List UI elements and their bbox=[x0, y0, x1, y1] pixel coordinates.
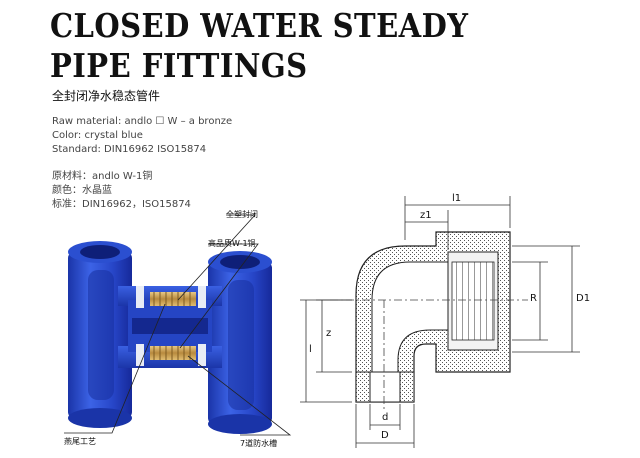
dim-label-d: d bbox=[382, 412, 389, 423]
brass-insert-bottom bbox=[150, 346, 196, 360]
spec-raw-material-en: Raw material: andlo ☐ W – a bronze bbox=[52, 116, 233, 127]
subtitle-cn: 全封闭净水稳态管件 bbox=[52, 89, 161, 103]
left-pipe-socket bbox=[68, 241, 132, 428]
brass-insert-top bbox=[150, 292, 196, 306]
callout-full-seal: 全塑封闭 bbox=[226, 210, 258, 219]
spec-standard-cn: 标准：DIN16962，ISO15874 bbox=[52, 199, 191, 210]
title-line-1: CLOSED WATER STEADY bbox=[50, 6, 469, 45]
spec-color-en: Color: crystal blue bbox=[52, 130, 143, 141]
callout-leaders bbox=[64, 214, 292, 436]
spec-standard-en: Standard: DIN16962 ISO15874 bbox=[52, 144, 207, 155]
spec-raw-material-cn: 原材料：andlo W-1铜 bbox=[52, 171, 153, 182]
dim-label-z1: z1 bbox=[420, 210, 432, 221]
seal-rings bbox=[136, 286, 206, 366]
dimension-lines bbox=[300, 196, 580, 448]
dim-label-R: R bbox=[530, 293, 537, 304]
technical-drawing-elbow bbox=[330, 231, 528, 410]
dim-label-D: D bbox=[381, 430, 389, 441]
callout-grooves: 7道防水槽 bbox=[240, 439, 278, 448]
spec-color-cn: 颜色：水晶蓝 bbox=[52, 185, 112, 196]
right-pipe-socket bbox=[208, 251, 272, 434]
callout-copper-insert: 高品质W-1铜 bbox=[208, 239, 256, 248]
dim-label-z: z bbox=[326, 328, 332, 339]
dim-label-l: l bbox=[309, 344, 312, 355]
callout-dovetail: 燕尾工艺 bbox=[64, 437, 96, 446]
dim-label-l1: l1 bbox=[452, 193, 462, 204]
dim-label-D1: D1 bbox=[576, 293, 591, 304]
title-line-2: PIPE FITTINGS bbox=[50, 46, 308, 85]
